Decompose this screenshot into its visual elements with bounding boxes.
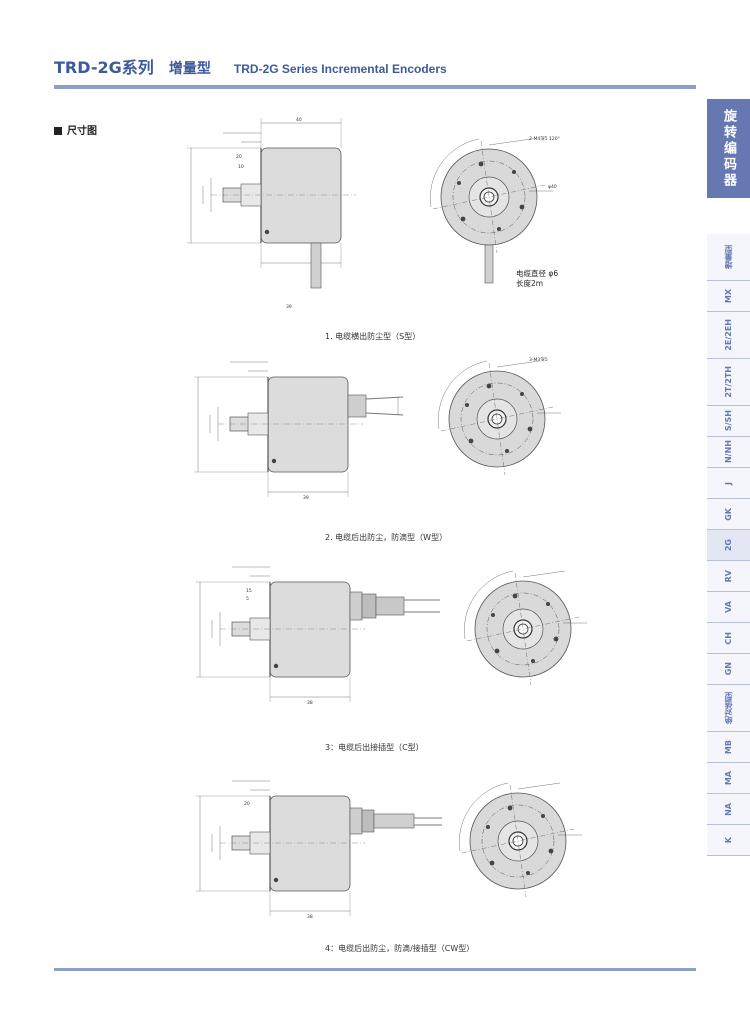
- footer-rule: [54, 968, 696, 971]
- drawing-2-caption: 2. 电缆后出防尘，防滴型（W型）: [325, 533, 448, 542]
- side-tab[interactable]: VA: [707, 592, 750, 623]
- front-2: [437, 360, 562, 476]
- dim-label: 15: [246, 588, 252, 594]
- section-label: 尺寸图: [67, 126, 97, 137]
- front-4: [458, 782, 583, 898]
- dim-label: 3-M4深5 120°: [529, 135, 560, 142]
- side-tab[interactable]: 增量型: [707, 234, 750, 281]
- page-header: TRD-2G系列 增量型 TRD-2G Series Incremental E…: [54, 54, 447, 78]
- dim-label: 40: [296, 117, 302, 123]
- side-tab-list: 增量型 MX 2E/2EH 2T/2TH S/SH N/NH J GK 2G R…: [707, 234, 750, 856]
- side-tab[interactable]: 绝对值型: [707, 685, 750, 732]
- dim-label: 20: [244, 801, 250, 807]
- side-tab[interactable]: NA: [707, 794, 750, 825]
- side-tab[interactable]: J: [707, 468, 750, 499]
- series-english-title: TRD-2G Series Incremental Encoders: [233, 62, 447, 76]
- drawing-1: [186, 118, 357, 289]
- dim-label: 39: [286, 304, 292, 310]
- dim-label: φ40: [548, 184, 557, 190]
- dim-label: 20: [236, 154, 242, 160]
- front-1: [429, 138, 554, 284]
- side-tab[interactable]: MA: [707, 763, 750, 794]
- side-tab[interactable]: N/NH: [707, 437, 750, 468]
- side-tab[interactable]: MX: [707, 281, 750, 312]
- category-title: 旋转编码器: [721, 108, 736, 189]
- drawing-3-caption: 3：电缆后出接插型（C型）: [325, 743, 424, 752]
- dim-label: 10: [238, 164, 244, 170]
- dim-label: 5: [246, 596, 249, 602]
- side-tab[interactable]: CH: [707, 623, 750, 654]
- side-tab[interactable]: K: [707, 825, 750, 856]
- series-type: 增量型: [168, 61, 211, 77]
- drawing-2: [193, 361, 404, 498]
- side-tab[interactable]: 2E/2EH: [707, 312, 750, 359]
- category-title-tab: 旋转编码器: [707, 99, 750, 198]
- side-tab[interactable]: S/SH: [707, 406, 750, 437]
- section-heading: 尺寸图: [54, 122, 97, 137]
- side-tab-active[interactable]: 2G: [707, 530, 750, 561]
- dimension-drawings: 电缆直径 φ6 长度2m 40 39 20 10 39 38 38 15 5 2…: [186, 117, 588, 920]
- cable-length-note: 长度2m: [516, 278, 543, 288]
- dim-label: 39: [303, 495, 309, 501]
- front-3: [463, 570, 588, 686]
- side-tab[interactable]: 2T/2TH: [707, 359, 750, 406]
- series-title: TRD-2G系列: [54, 58, 154, 77]
- drawing-3: [195, 566, 440, 703]
- square-bullet-icon: [54, 127, 62, 135]
- dim-label: 3-M3深5: [529, 356, 548, 363]
- side-tab[interactable]: RV: [707, 561, 750, 592]
- dim-label: 38: [307, 700, 313, 706]
- side-tab[interactable]: GN: [707, 654, 750, 685]
- cable-diameter-note: 电缆直径 φ6: [516, 268, 558, 278]
- drawing-1-caption: 1. 电缆横出防尘型（S型）: [325, 332, 421, 341]
- dim-label: 38: [307, 914, 313, 920]
- side-tab[interactable]: GK: [707, 499, 750, 530]
- side-tab[interactable]: MB: [707, 732, 750, 763]
- drawing-4-caption: 4：电缆后出防尘，防滴/接插型（CW型）: [325, 944, 475, 953]
- header-rule: [54, 85, 696, 89]
- drawing-4: [195, 780, 442, 917]
